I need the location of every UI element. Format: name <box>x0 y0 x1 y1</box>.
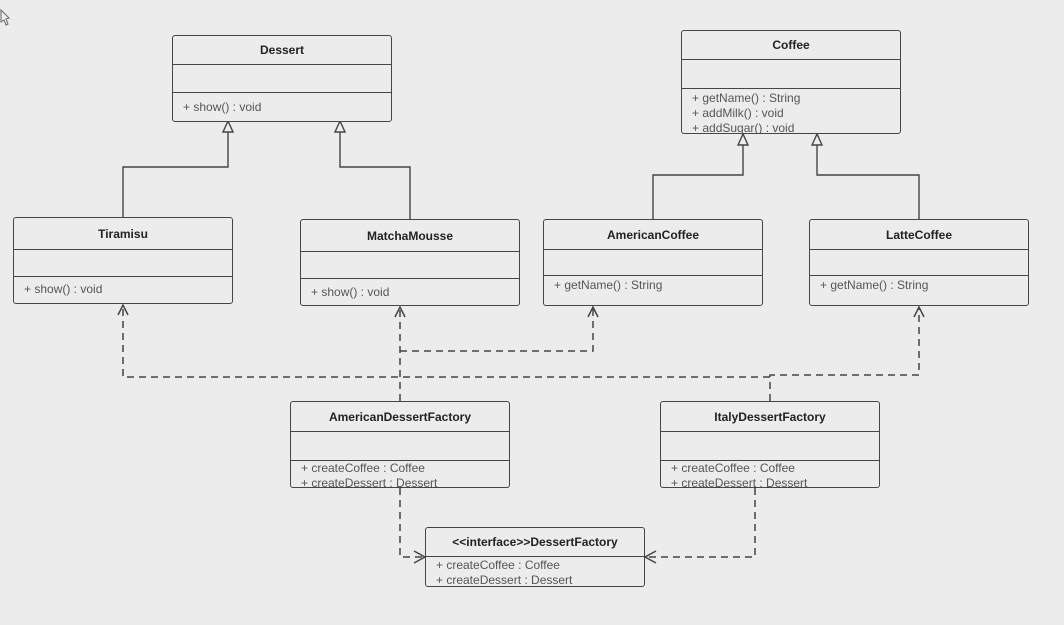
method: + show() : void <box>24 282 103 296</box>
class-attributes <box>544 250 762 276</box>
realization-line-americanfactory-dessertfactory <box>399 488 425 558</box>
class-methods: + getName() : String <box>544 276 762 293</box>
class-methods: + createCoffee : Coffee + createDessert … <box>661 461 879 488</box>
dependency-line-americanfactory-americancoffee <box>400 307 594 352</box>
class-name: Dessert <box>173 36 391 65</box>
corner-cursor-icon <box>0 8 10 26</box>
realization-arrowhead-italyfactory-dessertfactory <box>643 550 657 564</box>
class-attributes <box>14 250 232 277</box>
class-attributes <box>173 65 391 93</box>
class-methods: + show() : void <box>14 277 232 297</box>
method: + createDessert : Dessert <box>436 573 573 587</box>
class-methods: + createCoffee : Coffee + createDessert … <box>426 557 644 587</box>
class-methods: + getName() : String <box>810 276 1028 293</box>
class-americancoffee[interactable]: AmericanCoffee + getName() : String <box>543 219 763 306</box>
class-methods: + createCoffee : Coffee + createDessert … <box>291 461 509 488</box>
method: + createCoffee : Coffee <box>301 461 425 475</box>
class-attributes <box>661 432 879 461</box>
dependency-line-italyfactory-lattecoffee <box>769 307 920 377</box>
generalization-line-tiramisu-dessert <box>122 132 229 217</box>
class-attributes <box>810 250 1028 276</box>
class-matchamousse[interactable]: MatchaMousse + show() : void <box>300 219 520 306</box>
generalization-line-matchamousse-dessert <box>339 132 411 219</box>
method: + addSugar() : void <box>692 121 795 134</box>
class-methods: + getName() : String + addMilk() : void … <box>682 89 900 134</box>
class-name: AmericanDessertFactory <box>291 402 509 432</box>
realization-line-italyfactory-dessertfactory <box>645 488 756 558</box>
class-attributes <box>291 432 509 461</box>
method: + show() : void <box>311 285 390 299</box>
class-italydessertfactory[interactable]: ItalyDessertFactory + createCoffee : Cof… <box>660 401 880 488</box>
method: + createCoffee : Coffee <box>671 461 795 475</box>
generalization-arrowhead-tiramisu-dessert <box>221 119 235 133</box>
class-dessert[interactable]: Dessert + show() : void <box>172 35 392 122</box>
class-americandessertfactory[interactable]: AmericanDessertFactory + createCoffee : … <box>290 401 510 488</box>
class-name: <<interface>>DessertFactory <box>426 528 644 557</box>
class-name: Coffee <box>682 31 900 60</box>
generalization-arrowhead-lattecoffee-coffee <box>810 132 824 146</box>
class-attributes <box>301 252 519 279</box>
class-name: MatchaMousse <box>301 220 519 252</box>
class-attributes <box>682 60 900 89</box>
dependency-arrowhead-americanfactory-matchamousse <box>394 305 406 318</box>
method: + createDessert : Dessert <box>671 476 808 488</box>
dependency-arrowhead-italyfactory-tiramisu <box>117 303 129 316</box>
dependency-arrowhead-italyfactory-lattecoffee <box>913 305 925 318</box>
method: + createCoffee : Coffee <box>436 558 560 572</box>
class-name: ItalyDessertFactory <box>661 402 879 432</box>
class-lattecoffee[interactable]: LatteCoffee + getName() : String <box>809 219 1029 306</box>
class-name: LatteCoffee <box>810 220 1028 250</box>
class-name: AmericanCoffee <box>544 220 762 250</box>
class-coffee[interactable]: Coffee + getName() : String + addMilk() … <box>681 30 901 134</box>
class-name: Tiramisu <box>14 218 232 250</box>
class-methods: + show() : void <box>301 279 519 300</box>
method: + show() : void <box>183 100 262 114</box>
class-methods: + show() : void <box>173 93 391 115</box>
dependency-arrowhead-americanfactory-americancoffee <box>587 305 599 318</box>
method: + addMilk() : void <box>692 106 784 120</box>
method: + getName() : String <box>692 91 801 105</box>
dependency-line-italyfactory-tiramisu <box>122 305 771 401</box>
generalization-line-americancoffee-coffee <box>652 145 744 219</box>
method: + createDessert : Dessert <box>301 476 438 488</box>
generalization-arrowhead-americancoffee-coffee <box>736 132 750 146</box>
class-tiramisu[interactable]: Tiramisu + show() : void <box>13 217 233 304</box>
generalization-line-lattecoffee-coffee <box>816 145 920 219</box>
generalization-arrowhead-matchamousse-dessert <box>333 119 347 133</box>
method: + getName() : String <box>554 278 663 292</box>
interface-dessertfactory[interactable]: <<interface>>DessertFactory + createCoff… <box>425 527 645 587</box>
method: + getName() : String <box>820 278 929 292</box>
